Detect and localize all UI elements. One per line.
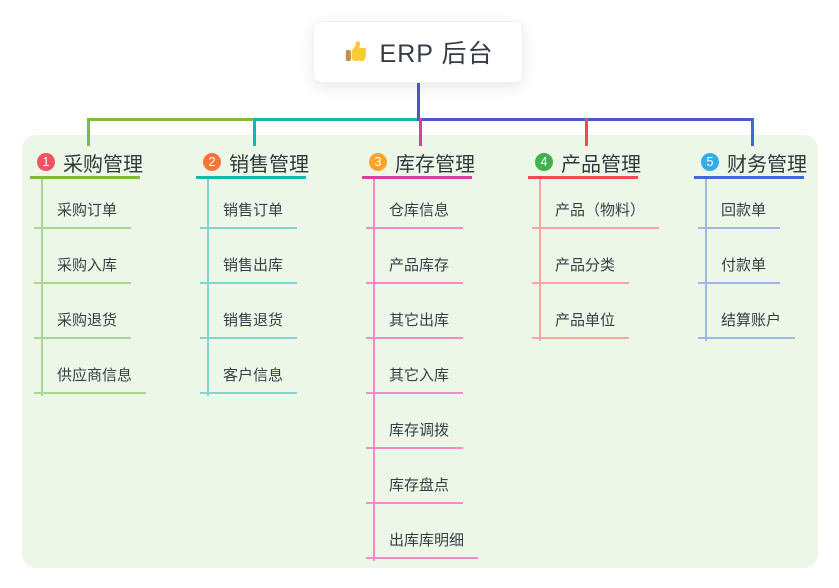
branch-3-trunk-line	[373, 178, 375, 561]
branch-label: 产品管理	[561, 153, 641, 176]
child-node[interactable]: 出库库明细	[366, 531, 479, 559]
child-node[interactable]: 采购入库	[34, 256, 132, 284]
child-node[interactable]: 其它出库	[366, 311, 464, 339]
connector-branch-2-drop	[253, 118, 256, 146]
connector-branch-3-drop	[419, 118, 422, 146]
branch-1-trunk-line	[41, 178, 43, 396]
branch-2-trunk-line	[207, 178, 209, 396]
child-node[interactable]: 销售订单	[200, 201, 298, 229]
branches-panel	[22, 135, 818, 568]
connector-bus-segment-1	[87, 118, 256, 121]
root-title: ERP 后台	[379, 40, 494, 68]
child-node[interactable]: 产品库存	[366, 256, 464, 284]
child-node[interactable]: 回款单	[698, 201, 781, 229]
child-node[interactable]: 产品（物料）	[532, 201, 660, 229]
branch-node-5[interactable]: 5 财务管理	[694, 148, 807, 179]
child-node[interactable]: 仓库信息	[366, 201, 464, 229]
child-node[interactable]: 产品单位	[532, 311, 630, 339]
connector-branch-1-drop	[87, 118, 90, 146]
branch-node-1[interactable]: 1 采购管理	[30, 148, 143, 179]
branch-number-badge: 1	[37, 153, 55, 171]
branch-node-2[interactable]: 2 销售管理	[196, 148, 309, 179]
branch-label: 采购管理	[63, 153, 143, 176]
child-node[interactable]: 采购订单	[34, 201, 132, 229]
child-node[interactable]: 结算账户	[698, 311, 796, 339]
child-node[interactable]: 产品分类	[532, 256, 630, 284]
branch-number-badge: 3	[369, 153, 387, 171]
child-node[interactable]: 供应商信息	[34, 366, 147, 394]
connector-branch-4-drop	[585, 118, 588, 146]
branch-number-badge: 4	[535, 153, 553, 171]
child-node[interactable]: 付款单	[698, 256, 781, 284]
branch-label: 销售管理	[229, 153, 309, 176]
branch-number-badge: 5	[701, 153, 719, 171]
connector-branch-5-drop	[751, 118, 754, 146]
branch-4-trunk-line	[539, 178, 541, 341]
thumbs-up-icon	[343, 39, 369, 65]
child-node[interactable]: 客户信息	[200, 366, 298, 394]
child-node[interactable]: 库存调拨	[366, 421, 464, 449]
root-node[interactable]: ERP 后台	[313, 21, 523, 83]
branch-label: 财务管理	[727, 153, 807, 176]
child-node[interactable]: 销售退货	[200, 311, 298, 339]
child-node[interactable]: 库存盘点	[366, 476, 464, 504]
branch-number-badge: 2	[203, 153, 221, 171]
child-node[interactable]: 其它入库	[366, 366, 464, 394]
child-node[interactable]: 销售出库	[200, 256, 298, 284]
connector-root-vertical	[417, 83, 420, 118]
branch-node-3[interactable]: 3 库存管理	[362, 148, 475, 179]
branch-node-4[interactable]: 4 产品管理	[528, 148, 641, 179]
branch-label: 库存管理	[395, 153, 475, 176]
branch-5-trunk-line	[705, 178, 707, 341]
connector-bus-segment-2	[253, 118, 420, 121]
child-node[interactable]: 采购退货	[34, 311, 132, 339]
